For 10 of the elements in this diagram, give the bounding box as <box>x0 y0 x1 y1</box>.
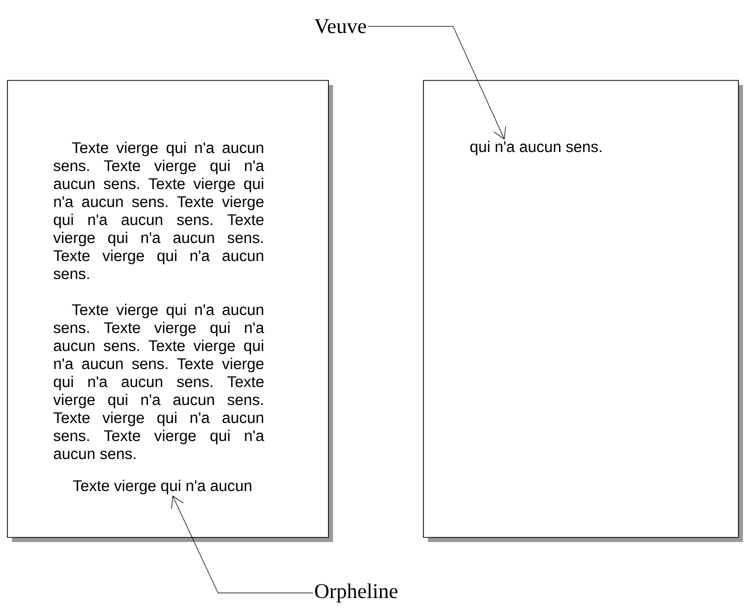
callout-label: Veuve <box>314 19 366 34</box>
leader-line <box>171 495 314 594</box>
callout-label: Orpheline <box>315 583 398 602</box>
text-line: Texte vierge qui n'a aucun <box>73 480 252 494</box>
paragraph: Texte vierge qui n'a aucun sens. Texte vierge qui n'a aucun sens. Texte vierge qui n'a aucun sens. Texte vierge qui n'a aucun sens. Texte vierge qui n'a aucun sens. Texte vierge qui n'a aucun sens. Texte vierge qui n'a aucun sens. <box>53 304 264 460</box>
page <box>7 80 333 542</box>
page <box>423 80 743 542</box>
paragraph: Texte vierge qui n'a aucun sens. Texte vierge qui n'a aucun sens. Texte vierge qui n'a aucun sens. Texte vierge qui n'a aucun sens. Texte vierge qui n'a aucun sens. Texte vierge qui n'a aucun sens. <box>53 142 264 280</box>
leader-line <box>368 26 506 140</box>
text-line: qui n'a aucun sens. <box>470 140 602 156</box>
